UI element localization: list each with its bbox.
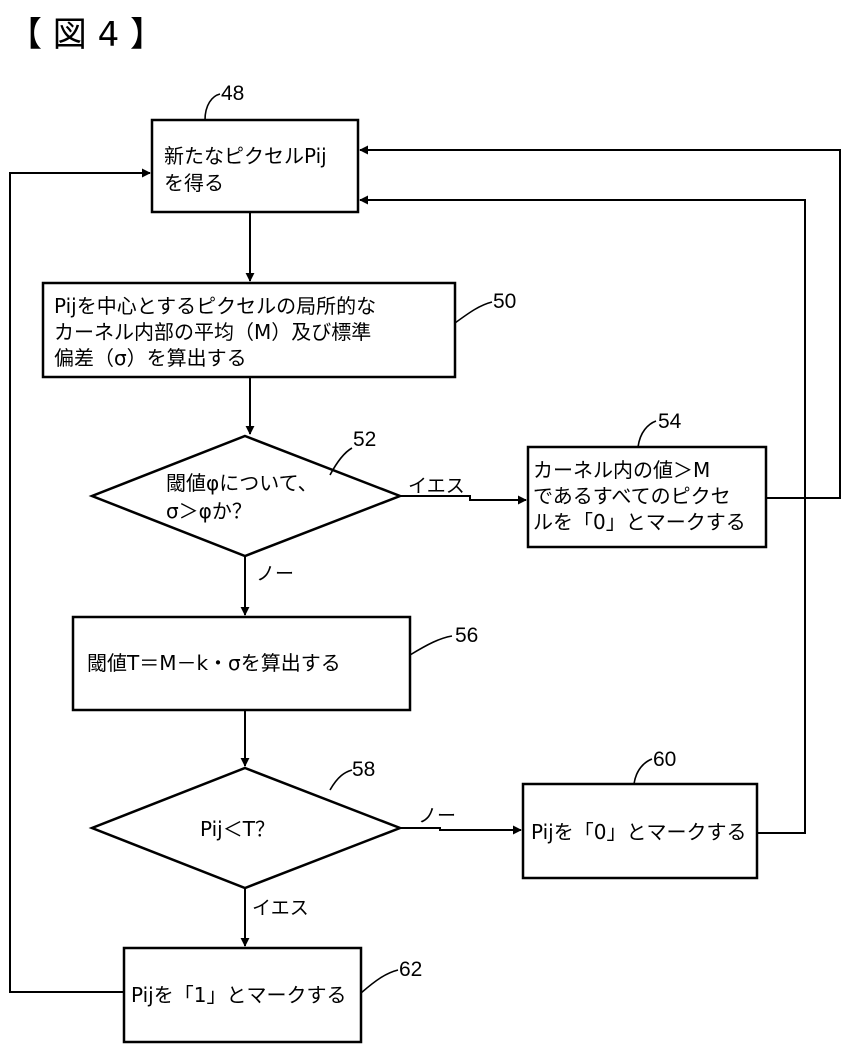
edge-label-58-no: ノー <box>418 805 456 827</box>
decision-sigma-gt-phi <box>92 436 400 556</box>
ref-62: 62 <box>399 958 422 981</box>
ref-56: 56 <box>455 624 478 647</box>
node-50-line-3: 偏差（σ）を算出する <box>54 346 247 370</box>
edge-label-52-no: ノー <box>256 563 294 585</box>
node-56-line-1: 閾値T＝M－k・σを算出する <box>87 651 341 675</box>
leader-54 <box>638 421 656 447</box>
ref-48: 48 <box>221 82 244 105</box>
node-50-line-1: Pijを中心とするピクセルの局所的な <box>54 294 376 318</box>
node-48-line-2: を得る <box>164 171 224 195</box>
ref-54: 54 <box>658 410 682 433</box>
node-48-line-1: 新たなピクセルPij <box>164 144 327 168</box>
node-50-line-2: カーネル内部の平均（M）及び標準 <box>54 320 371 344</box>
ref-58: 58 <box>352 758 375 781</box>
leader-56 <box>410 636 452 655</box>
figure-title: 【 図 4 】 <box>8 15 164 55</box>
ref-60: 60 <box>653 748 676 771</box>
leader-60 <box>634 759 652 784</box>
edge-label-58-yes: イエス <box>252 897 309 919</box>
node-58-line-1: Pij＜T？ <box>200 817 275 841</box>
node-54-line-2: であるすべてのピクセ <box>533 484 731 508</box>
ref-52: 52 <box>353 428 376 451</box>
node-52-line-2: σ＞φか？ <box>166 499 252 523</box>
node-54-line-1: カーネル内の値＞M <box>533 458 710 482</box>
node-60-line-1: Pijを「0」とマークする <box>531 820 746 844</box>
node-54-line-3: ルを「0」とマークする <box>533 510 746 534</box>
node-52-line-1: 閾値φについて、 <box>166 471 318 495</box>
edge-label-52-yes: イエス <box>408 475 465 497</box>
leader-50 <box>455 302 492 323</box>
arrow-58-no-to-60 <box>400 828 521 830</box>
node-62-line-1: Pijを「1」とマークする <box>131 983 346 1007</box>
ref-50: 50 <box>493 290 516 313</box>
leader-58 <box>330 770 352 790</box>
leader-48 <box>205 94 220 120</box>
leader-62 <box>361 970 398 993</box>
